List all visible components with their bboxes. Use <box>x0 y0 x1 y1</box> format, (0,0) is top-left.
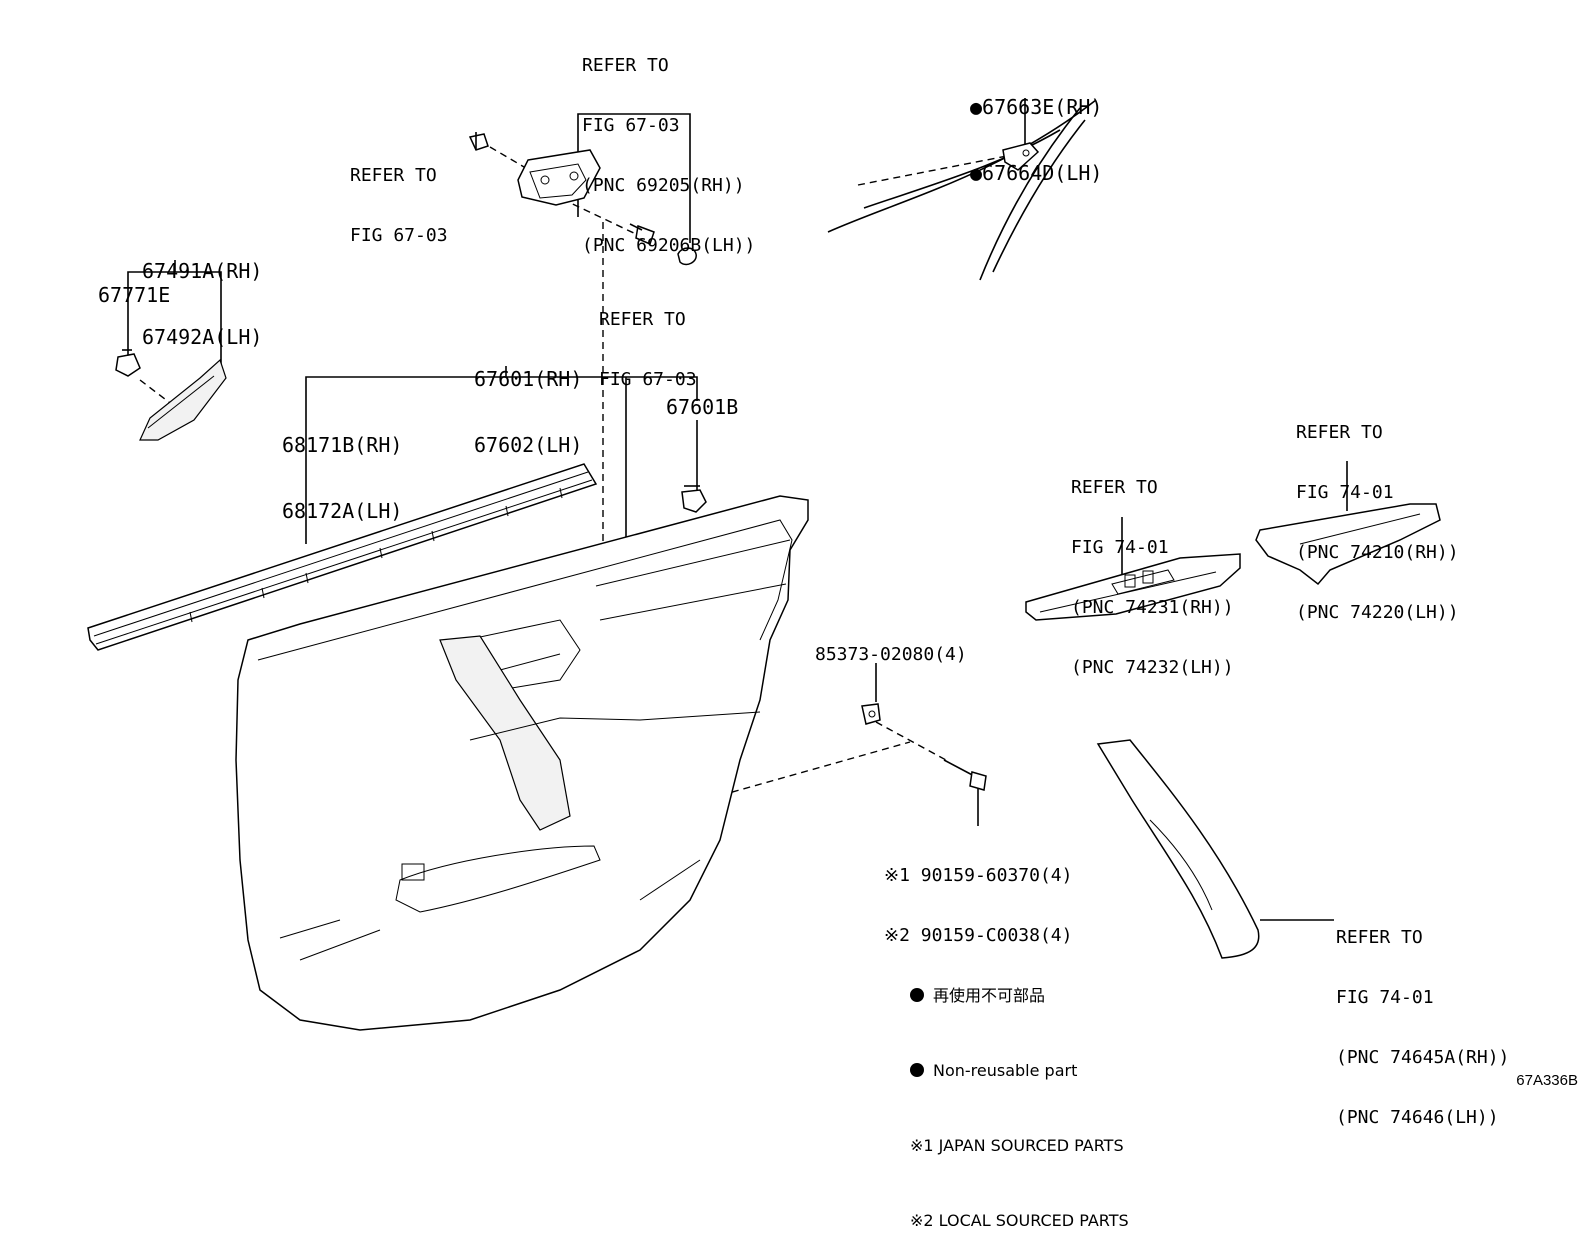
legend-row-en: Non-reusable part <box>910 1058 1129 1083</box>
part-85373-label: 85373-02080(4) <box>815 644 967 665</box>
refer-handle-line-3: (PNC 69205(RH)) <box>582 175 745 196</box>
part-90159-label: ※1 90159-60370(4) ※2 90159-C0038(4) <box>884 826 1072 966</box>
part-67601-rh: 67601(RH) <box>474 367 583 391</box>
refer-panel-line-2: FIG 74-01 <box>1296 482 1394 503</box>
refer-switch-label: REFER TO FIG 74-01 (PNC 74231(RH)) (PNC … <box>1071 438 1234 698</box>
armrest-pad-drawing <box>1096 739 1260 959</box>
part-90159-c0038: ※2 90159-C0038(4) <box>884 925 1073 946</box>
refer-panel-line-1: REFER TO <box>1296 422 1383 443</box>
part-68172a-lh: 68172A(LH) <box>282 499 403 523</box>
refer-clip-line-2: FIG 67-03 <box>350 225 448 246</box>
part-67491a-rh: 67491A(RH) <box>142 259 263 283</box>
legend: 再使用不可部品 Non-reusable part ※1 JAPAN SOURC… <box>910 933 1129 1258</box>
refer-armrest-line-1: REFER TO <box>1336 927 1423 948</box>
part-67491-label: 67491A(RH) 67492A(LH) <box>142 216 262 370</box>
refer-armrest-line-4: (PNC 74646(LH)) <box>1336 1107 1499 1128</box>
window-frame-drawing <box>827 99 1097 281</box>
nut-bolt-drawing <box>861 703 987 791</box>
leader-lines <box>127 98 1348 921</box>
refer-switch-line-1: REFER TO <box>1071 477 1158 498</box>
parts-diagram <box>87 98 1441 1031</box>
part-68171-label: 68171B(RH) 68172A(LH) <box>282 390 402 544</box>
refer-handle-line-4: (PNC 69206B(LH)) <box>582 235 756 256</box>
clip-67601b-drawing <box>681 485 707 513</box>
refer-clip-label: REFER TO FIG 67-03 <box>350 126 448 266</box>
refer-panel-line-4: (PNC 74220(LH)) <box>1296 602 1459 623</box>
inside-handle-drawing <box>468 132 697 266</box>
legend-japan-sourced: ※1 JAPAN SOURCED PARTS <box>910 1136 1124 1155</box>
refer-switch-line-2: FIG 74-01 <box>1071 537 1169 558</box>
refer-panel-label: REFER TO FIG 74-01 (PNC 74210(RH)) (PNC … <box>1296 383 1459 643</box>
legend-row-jp: 再使用不可部品 <box>910 983 1129 1008</box>
part-67771e-label: 67771E <box>98 283 171 307</box>
figure-id: 67A336B <box>1516 1072 1578 1089</box>
refer-screw-label: REFER TO FIG 67-03 <box>599 270 697 410</box>
part-67663e-rh: ●67663E(RH) <box>970 95 1103 119</box>
refer-handle-line-2: FIG 67-03 <box>582 115 680 136</box>
non-reusable-dot-icon <box>910 1063 924 1077</box>
part-67664d-lh: ●67664D(LH) <box>970 161 1103 185</box>
switch-base-drawing <box>1025 553 1241 621</box>
legend-non-reusable-en: Non-reusable part <box>933 1061 1078 1080</box>
refer-armrest-line-3: (PNC 74645A(RH)) <box>1336 1047 1510 1068</box>
part-90159-60370: ※1 90159-60370(4) <box>884 865 1073 886</box>
part-68171b-rh: 68171B(RH) <box>282 433 403 457</box>
part-67602-lh: 67602(LH) <box>474 433 583 457</box>
part-67492a-lh: 67492A(LH) <box>142 325 263 349</box>
legend-non-reusable-jp: 再使用不可部品 <box>933 986 1046 1005</box>
legend-local-sourced: ※2 LOCAL SOURCED PARTS <box>910 1211 1129 1230</box>
belt-moulding-drawing <box>87 463 598 651</box>
part-67601b-label: 67601B <box>666 395 739 419</box>
refer-screw-line-1: REFER TO <box>599 309 686 330</box>
corner-trim-drawing <box>115 349 227 441</box>
refer-armrest-label: REFER TO FIG 74-01 (PNC 74645A(RH)) (PNC… <box>1336 888 1509 1148</box>
armrest-panel-drawing <box>1255 503 1441 586</box>
refer-panel-line-3: (PNC 74210(RH)) <box>1296 542 1459 563</box>
refer-armrest-line-2: FIG 74-01 <box>1336 987 1434 1008</box>
refer-switch-line-4: (PNC 74232(LH)) <box>1071 657 1234 678</box>
part-67601-label: 67601(RH) 67602(LH) <box>474 324 582 478</box>
refer-handle-line-1: REFER TO <box>582 55 669 76</box>
refer-switch-line-3: (PNC 74231(RH)) <box>1071 597 1234 618</box>
refer-clip-line-1: REFER TO <box>350 165 437 186</box>
refer-handle-label: REFER TO FIG 67-03 (PNC 69205(RH)) (PNC … <box>582 16 755 276</box>
refer-screw-line-2: FIG 67-03 <box>599 369 697 390</box>
door-trim-panel-drawing <box>235 495 809 1031</box>
non-reusable-dot-icon <box>910 988 924 1002</box>
part-67663-label: ●67663E(RH) ●67664D(LH) <box>970 52 1102 206</box>
